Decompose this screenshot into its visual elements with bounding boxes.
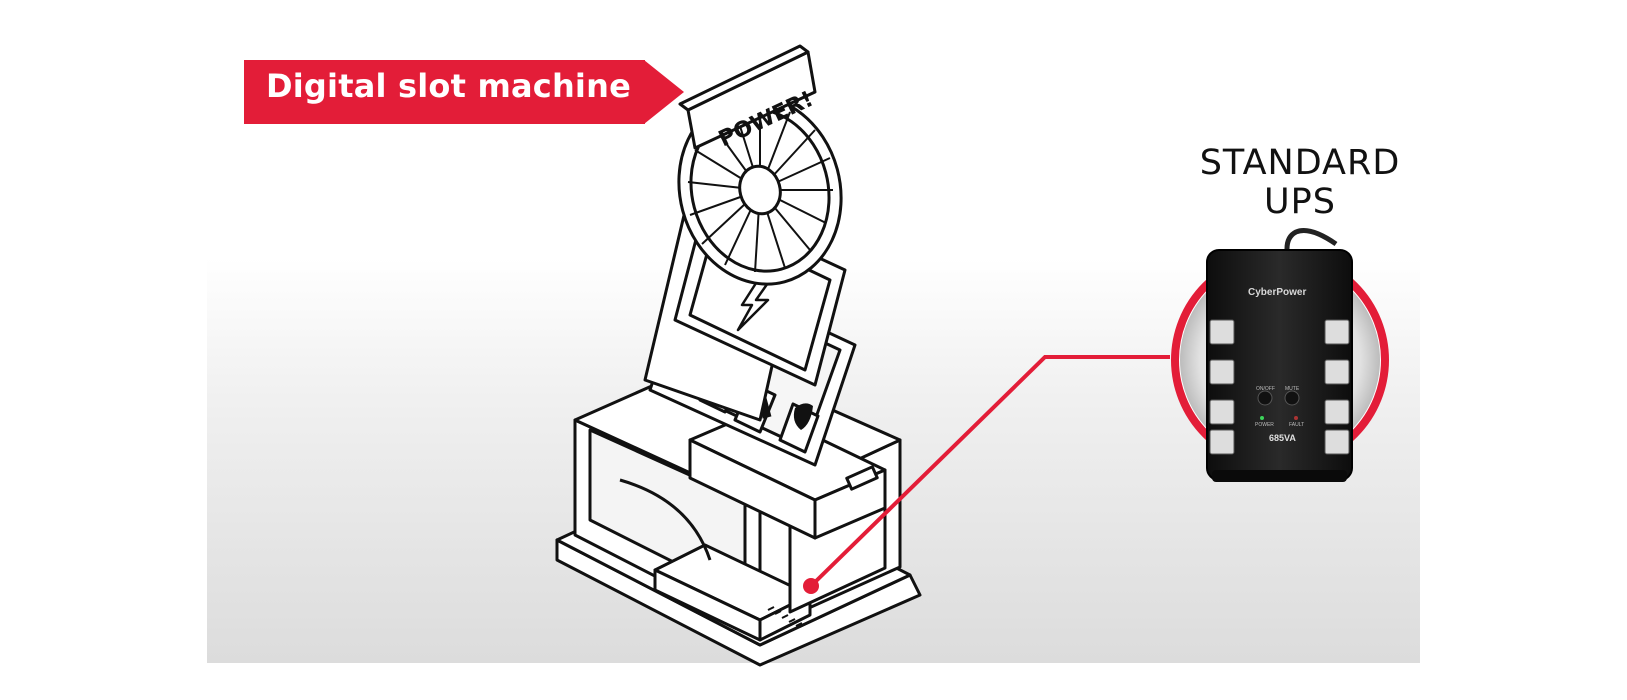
banner-arrow	[244, 60, 684, 124]
fault-label: FAULT	[1289, 422, 1305, 428]
ups-title-line1: STANDARD	[1199, 143, 1401, 183]
power-label: POWER	[1255, 422, 1274, 428]
callout-line	[809, 355, 1170, 588]
ups-rating: 685VA	[1269, 433, 1296, 443]
ups-title-line2: UPS	[1264, 182, 1336, 222]
mute-button	[1284, 390, 1300, 406]
onoff-button	[1257, 390, 1273, 406]
ups-title: STANDARD UPS	[1150, 144, 1450, 222]
onoff-label: ON/OFF	[1256, 386, 1275, 392]
banner-title: Digital slot machine	[266, 67, 631, 105]
mute-label: MUTE	[1285, 386, 1300, 392]
callout-dot	[803, 578, 819, 594]
power-led	[1260, 416, 1264, 420]
ups-power-cord	[1284, 228, 1338, 259]
ups-outlets	[1209, 319, 1350, 455]
fault-led	[1294, 416, 1298, 420]
ups-brand-logo: CyberPower	[1248, 287, 1307, 298]
